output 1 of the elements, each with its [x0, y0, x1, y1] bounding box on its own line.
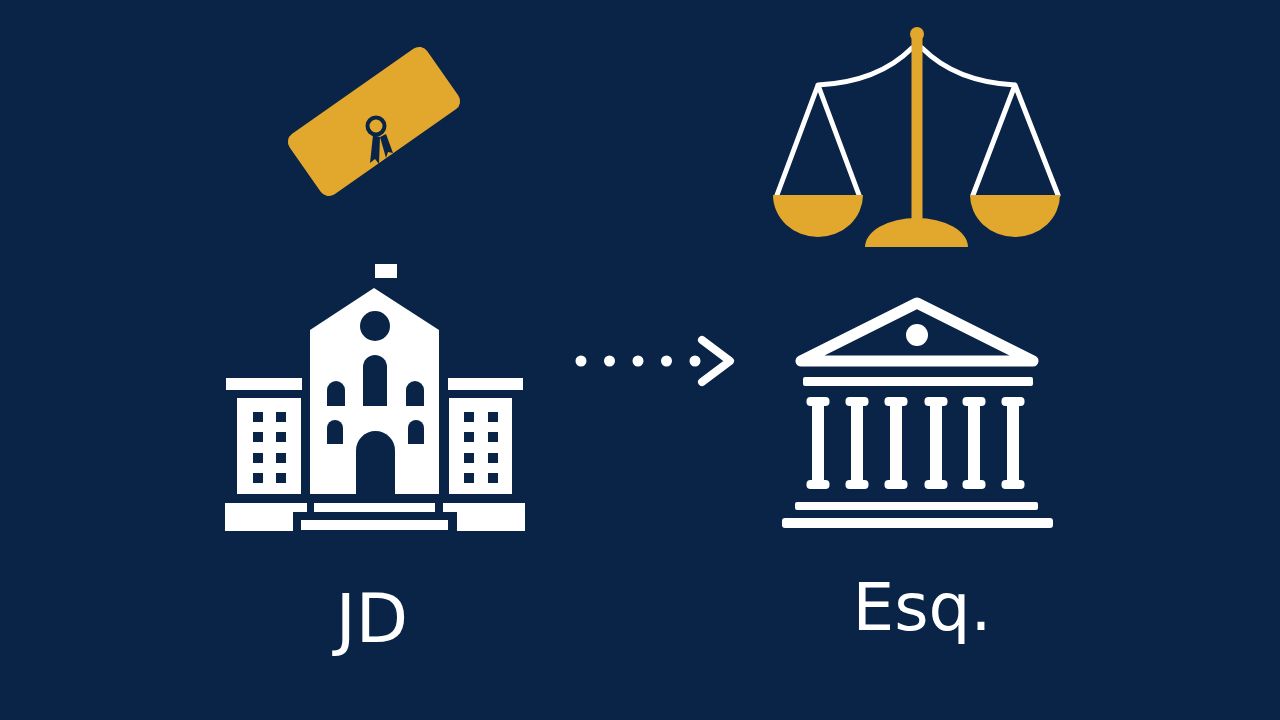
dotted-arrow [575, 336, 736, 386]
